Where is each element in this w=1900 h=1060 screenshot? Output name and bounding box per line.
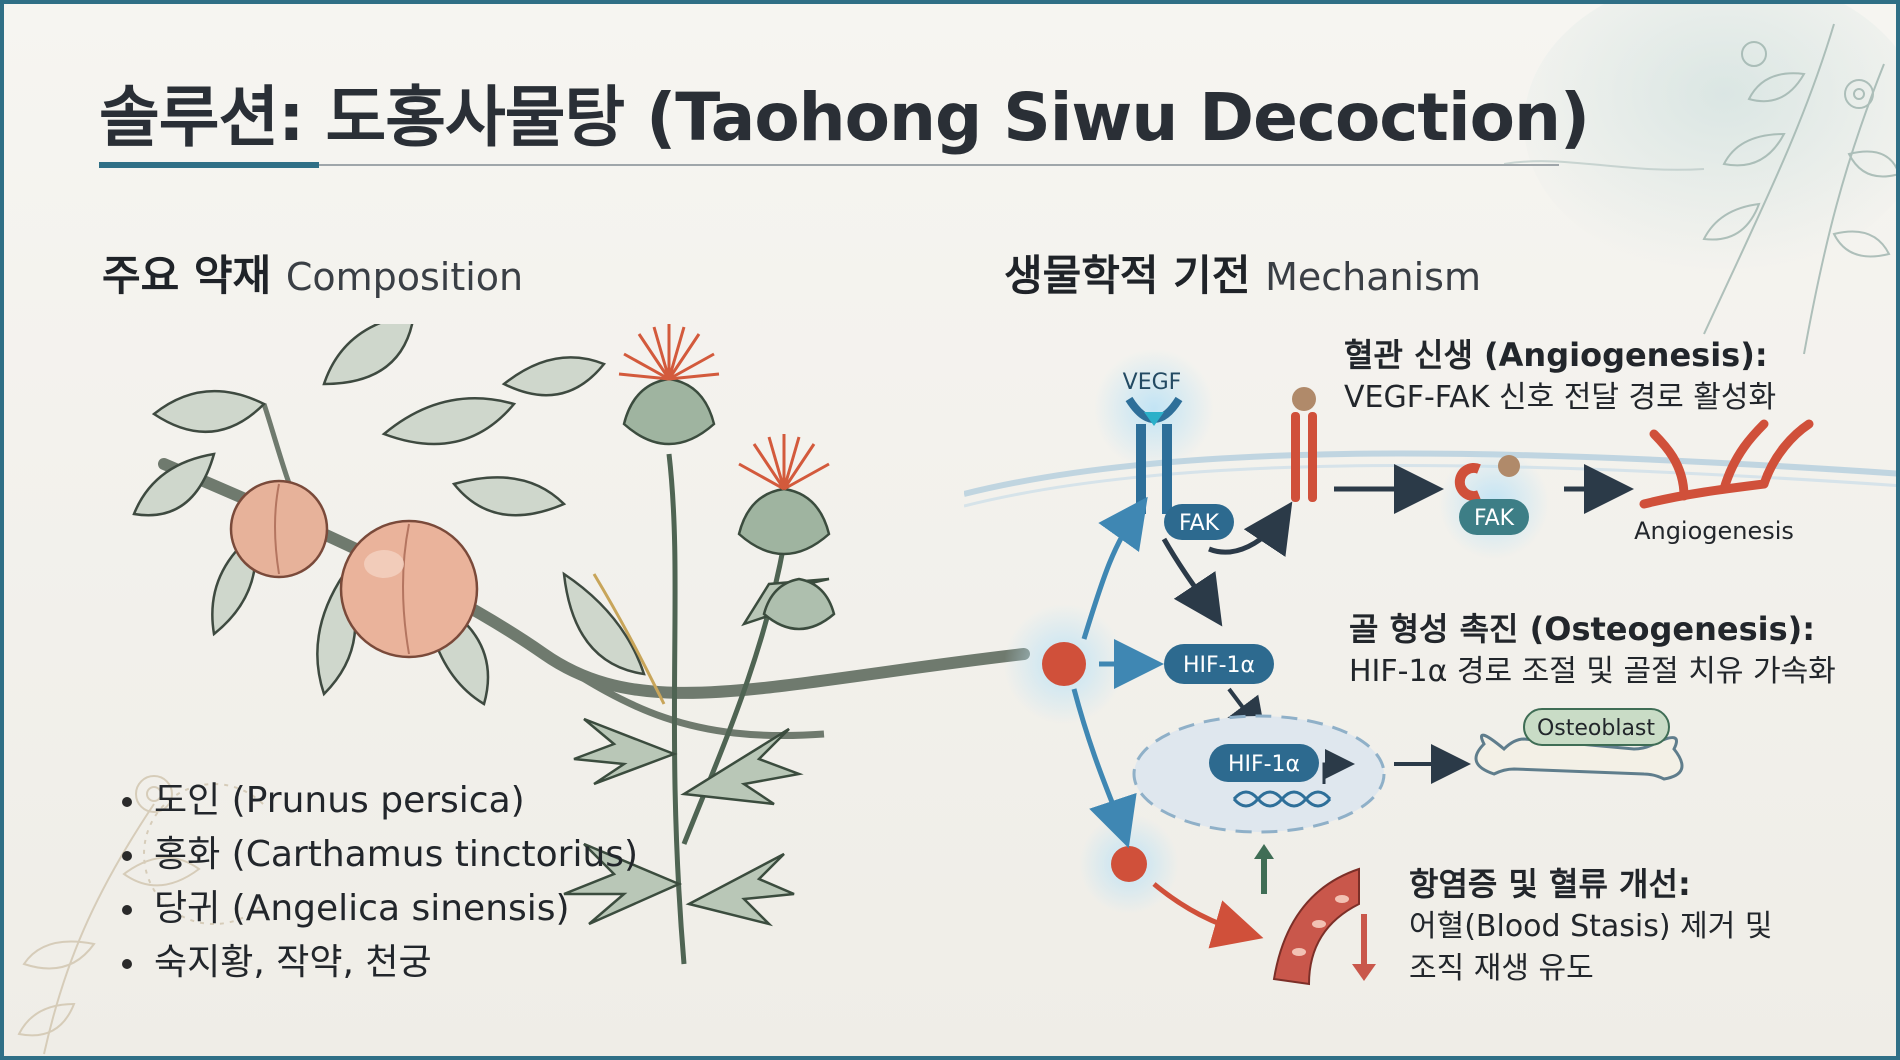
- red-receptor-icon: [1291, 387, 1317, 502]
- angiogenesis-desc: VEGF-FAK 신호 전달 경로 활성화: [1344, 380, 1777, 415]
- bullet-icon: [122, 851, 132, 861]
- background-botanical-decoration: [1504, 4, 1896, 355]
- ingredient-label: 홍화 (Carthamus tinctorius): [154, 834, 639, 875]
- bullet-icon: [122, 905, 132, 915]
- mechanism-heading: 생물학적 기전 Mechanism: [1004, 242, 1481, 303]
- fak-label-1: FAK: [1179, 511, 1220, 536]
- composition-heading-en: Composition: [285, 255, 524, 299]
- hif-pill-2: [1209, 744, 1319, 782]
- blood-vessel-branch-icon: [1639, 419, 1814, 509]
- fak-pill-1: [1164, 504, 1234, 540]
- antiinflammation-desc-line2: 조직 재생 유도: [1409, 951, 1594, 986]
- vegf-receptor-icon: [1125, 396, 1183, 514]
- osteogenesis-title: 골 형성 촉진 (Osteogenesis):: [1349, 610, 1816, 648]
- vegf-label: VEGF: [1123, 370, 1182, 395]
- ingredient-label: 도인 (Prunus persica): [154, 780, 525, 821]
- blood-flow-vessel-icon: [1272, 867, 1360, 986]
- fak-complex-icon: [1454, 463, 1481, 501]
- ingredient-list: 도인 (Prunus persica) 홍화 (Carthamus tincto…: [122, 774, 638, 990]
- ingredient-label: 당귀 (Angelica sinensis): [154, 888, 570, 929]
- osteoblast-pill: [1523, 708, 1670, 746]
- ingredient-item: 홍화 (Carthamus tinctorius): [122, 828, 638, 882]
- background-leaf-decoration: [17, 775, 264, 1055]
- antiinflammation-desc-line1: 어혈(Blood Stasis) 제거 및: [1409, 909, 1773, 944]
- bullet-icon: [122, 959, 132, 969]
- hif-label-2: HIF-1α: [1228, 752, 1300, 777]
- dna-helix-icon: [1232, 790, 1332, 808]
- osteoblast-label: Osteoblast: [1537, 716, 1655, 741]
- mechanism-heading-en: Mechanism: [1265, 255, 1481, 299]
- composition-heading: 주요 약재 Composition: [102, 242, 523, 303]
- antiinflammation-title: 항염증 및 혈류 개선:: [1409, 865, 1691, 903]
- mechanism-heading-ko: 생물학적 기전: [1004, 251, 1251, 300]
- osteogenesis-desc: HIF-1α 경로 조절 및 골절 치유 가속화: [1349, 654, 1836, 689]
- hif-label-1: HIF-1α: [1183, 653, 1255, 678]
- fak-pill-2: [1459, 499, 1529, 535]
- fak-label-2: FAK: [1474, 506, 1515, 531]
- composition-heading-ko: 주요 약재: [102, 251, 272, 300]
- compound-dot-icon: [1042, 642, 1086, 686]
- bullet-icon: [122, 797, 132, 807]
- herbal-plant-illustration: [132, 324, 1030, 965]
- peach-fruit-illustration: [229, 479, 479, 659]
- ingredient-item: 도인 (Prunus persica): [122, 774, 638, 828]
- ingredient-label: 숙지황, 작약, 천궁: [154, 942, 432, 983]
- ingredient-item: 숙지황, 작약, 천궁: [122, 936, 638, 990]
- page-title: 솔루션: 도홍사물탕 (Taohong Siwu Decoction): [99, 79, 1590, 156]
- mechanism-pathway-diagram: VEGF FAK FAK Angiogenesis: [964, 349, 1896, 986]
- angiogenesis-title: 혈관 신생 (Angiogenesis):: [1344, 336, 1768, 374]
- safflower-flower-illustration: [618, 324, 836, 631]
- title-underline: [99, 162, 1559, 168]
- angiogenesis-label: Angiogenesis: [1634, 517, 1794, 545]
- hif-pill-1: [1164, 644, 1274, 684]
- bone-icon: [1474, 733, 1684, 781]
- cell-membrane: [964, 450, 1896, 497]
- compound-dot-icon: [1111, 846, 1147, 882]
- ingredient-item: 당귀 (Angelica sinensis): [122, 882, 638, 936]
